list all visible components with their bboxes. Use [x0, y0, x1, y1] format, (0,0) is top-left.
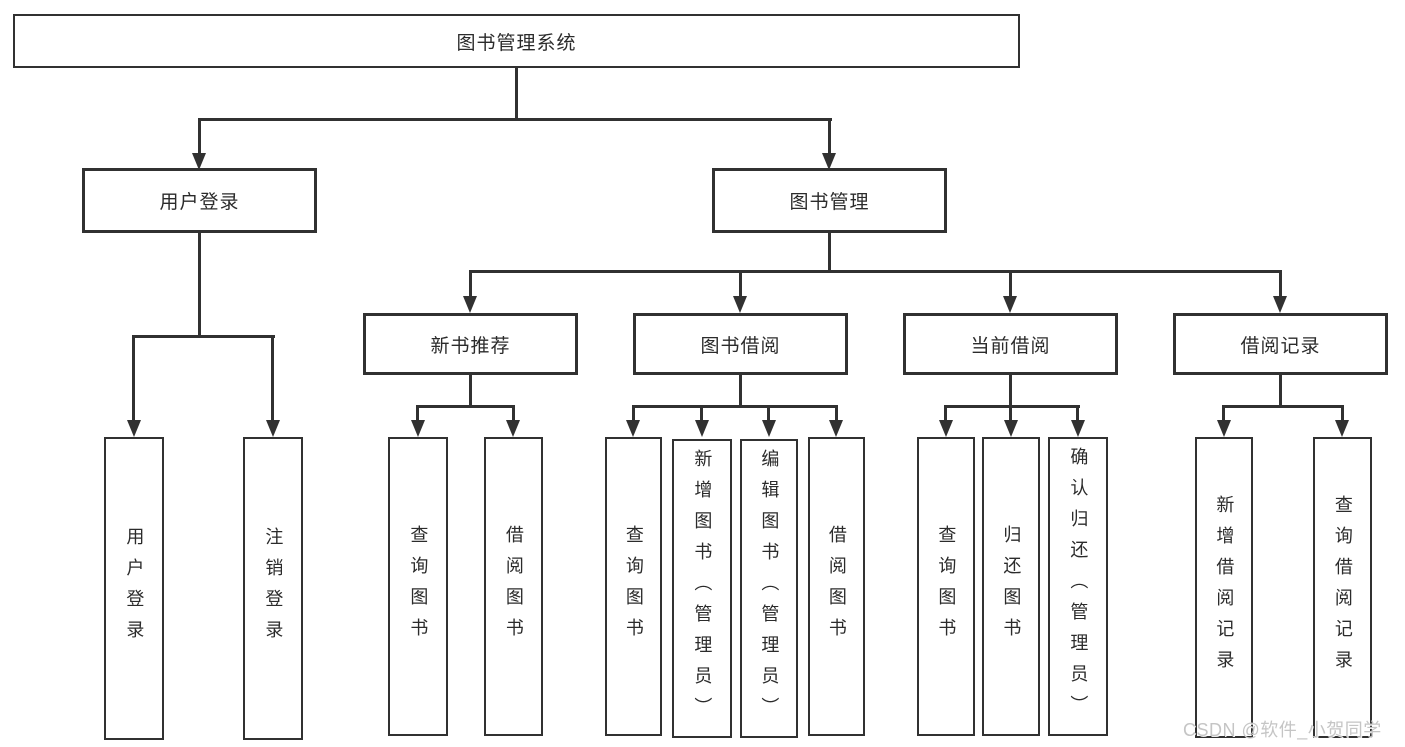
leaf-borrow-books-recommend-label: 借阅图书 — [503, 524, 524, 649]
arrow-down-icon — [829, 420, 843, 437]
node-book-management-label: 图书管理 — [789, 192, 870, 213]
leaf-borrow-books-borrowing-label: 借阅图书 — [826, 524, 847, 649]
leaf-query-borrow-record-label: 查询借阅记录 — [1332, 494, 1353, 681]
leaf-user-login: 用户登录 — [104, 437, 164, 740]
node-book-borrowing: 图书借阅 — [633, 313, 848, 375]
arrow-down-icon — [1004, 420, 1018, 437]
leaf-query-books-recommend: 查询图书 — [388, 437, 448, 736]
node-borrowing-records-label: 借阅记录 — [1240, 335, 1321, 357]
connector-line — [835, 405, 838, 422]
connector-line — [469, 375, 472, 405]
arrow-down-icon — [192, 153, 206, 170]
node-current-borrowing-label: 当前借阅 — [970, 335, 1051, 357]
arrow-down-icon — [939, 420, 953, 437]
connector-line — [767, 405, 770, 422]
leaf-borrow-books-recommend: 借阅图书 — [484, 437, 543, 736]
arrow-down-icon — [411, 420, 425, 437]
arrow-down-icon — [762, 420, 776, 437]
connector-line — [828, 233, 831, 270]
arrow-down-icon — [822, 153, 836, 170]
connector-line — [1009, 375, 1012, 405]
leaf-confirm-return-admin-label: 确认归还（管理员） — [1068, 447, 1089, 726]
connector-line — [132, 335, 135, 422]
connector-line — [944, 405, 947, 422]
leaf-query-books-current-label: 查询图书 — [936, 524, 957, 649]
leaf-edit-book-admin: 编辑图书（管理员） — [740, 439, 798, 738]
node-new-book-recommend-label: 新书推荐 — [430, 335, 511, 357]
node-user-login-label: 用户登录 — [159, 192, 240, 213]
connector-line — [512, 405, 515, 422]
connector-line — [515, 68, 518, 118]
leaf-query-borrow-record: 查询借阅记录 — [1313, 437, 1372, 738]
arrow-down-icon — [733, 296, 747, 313]
leaf-user-login-label: 用户登录 — [124, 526, 145, 651]
connector-line — [416, 405, 515, 408]
leaf-edit-book-admin-label: 编辑图书（管理员） — [759, 449, 780, 728]
connector-line — [632, 405, 838, 408]
leaf-add-borrow-record-label: 新增借阅记录 — [1214, 494, 1235, 681]
arrow-down-icon — [1071, 420, 1085, 437]
connector-line — [1222, 405, 1344, 408]
leaf-query-books-current: 查询图书 — [917, 437, 975, 736]
leaf-logout-label: 注销登录 — [263, 526, 284, 651]
node-book-management: 图书管理 — [712, 168, 947, 233]
leaf-add-borrow-record: 新增借阅记录 — [1195, 437, 1253, 738]
leaf-add-book-admin-label: 新增图书（管理员） — [692, 449, 713, 728]
arrow-down-icon — [463, 296, 477, 313]
connector-line — [1341, 405, 1344, 422]
arrow-down-icon — [266, 420, 280, 437]
connector-line — [1222, 405, 1225, 422]
arrow-down-icon — [1335, 420, 1349, 437]
leaf-logout: 注销登录 — [243, 437, 303, 740]
connector-line — [1279, 270, 1282, 298]
leaf-query-books-recommend-label: 查询图书 — [408, 524, 429, 649]
connector-line — [198, 118, 201, 154]
connector-line — [1076, 405, 1079, 422]
connector-line — [632, 405, 635, 422]
connector-line — [271, 335, 274, 422]
connector-line — [739, 375, 742, 405]
leaf-query-books-borrowing-label: 查询图书 — [623, 524, 644, 649]
leaf-return-book: 归还图书 — [982, 437, 1040, 736]
connector-line — [416, 405, 419, 422]
watermark: CSDN @软件_小贺同学 — [1183, 720, 1382, 740]
node-root: 图书管理系统 — [13, 14, 1020, 68]
connector-line — [132, 335, 275, 338]
arrow-down-icon — [695, 420, 709, 437]
connector-line — [739, 270, 742, 298]
connector-line — [828, 118, 831, 154]
arrow-down-icon — [1273, 296, 1287, 313]
node-new-book-recommend: 新书推荐 — [363, 313, 578, 375]
arrow-down-icon — [626, 420, 640, 437]
leaf-confirm-return-admin: 确认归还（管理员） — [1048, 437, 1108, 736]
arrow-down-icon — [1217, 420, 1231, 437]
arrow-down-icon — [506, 420, 520, 437]
node-current-borrowing: 当前借阅 — [903, 313, 1118, 375]
connector-line — [469, 270, 1282, 273]
leaf-query-books-borrowing: 查询图书 — [605, 437, 662, 736]
connector-line — [1279, 375, 1282, 407]
leaf-return-book-label: 归还图书 — [1001, 524, 1022, 649]
arrow-down-icon — [127, 420, 141, 437]
connector-line — [700, 405, 703, 422]
connector-line — [1009, 270, 1012, 298]
connector-line — [944, 405, 1080, 408]
node-root-label: 图书管理系统 — [456, 32, 577, 54]
node-borrowing-records: 借阅记录 — [1173, 313, 1388, 375]
leaf-add-book-admin: 新增图书（管理员） — [672, 439, 732, 738]
arrow-down-icon — [1003, 296, 1017, 313]
node-user-login: 用户登录 — [82, 168, 317, 233]
connector-line — [469, 270, 472, 298]
connector-line — [198, 233, 201, 335]
connector-line — [1009, 405, 1012, 422]
node-book-borrowing-label: 图书借阅 — [700, 335, 781, 357]
leaf-borrow-books-borrowing: 借阅图书 — [808, 437, 865, 736]
connector-line — [198, 118, 832, 121]
